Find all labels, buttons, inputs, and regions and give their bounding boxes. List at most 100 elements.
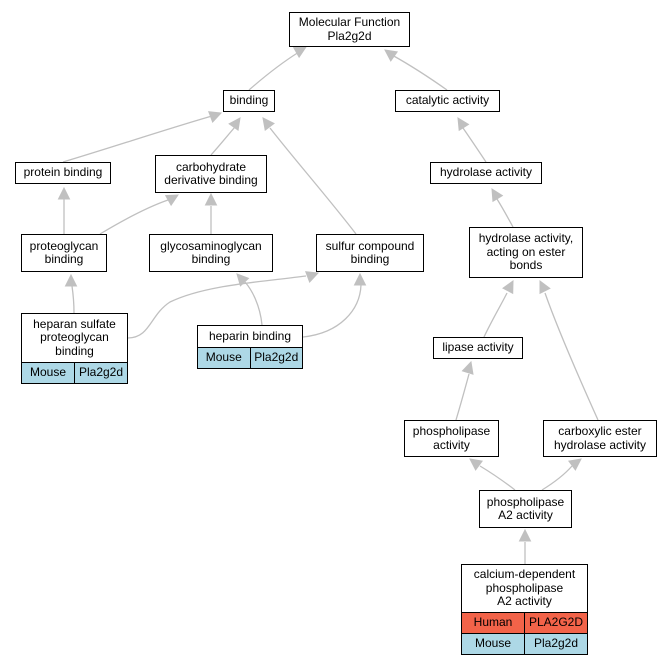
edge-catalytic-activity-to-molecular-function (384, 49, 448, 91)
edge-phospholipase-activity-to-lipase-activity (455, 360, 474, 421)
node-proteoglycan-binding[interactable]: proteoglycan binding (21, 234, 107, 272)
node-label: catalytic activity (405, 93, 490, 108)
edge-arrowhead (384, 49, 399, 62)
edge-line (479, 465, 516, 491)
node-protein-binding[interactable]: protein binding (15, 162, 111, 184)
edge-glycosaminoglycan-binding-to-carbohydrate-derivative-binding (204, 192, 218, 234)
node-label: carboxylic ester hydrolase activity (553, 424, 647, 452)
edge-line (496, 198, 514, 228)
node-hydrolase-activity-ester-bonds[interactable]: hydrolase activity, acting on ester bond… (469, 227, 583, 278)
annotation-row-human: Human PLA2G2D (462, 612, 587, 633)
node-label: heparin binding (208, 328, 292, 343)
node-binding[interactable]: binding (223, 90, 275, 112)
edge-arrowhead (164, 194, 179, 207)
edge-binding-to-molecular-function (248, 46, 307, 91)
edge-arrowhead (539, 279, 551, 295)
node-phospholipase-a2-activity[interactable]: phospholipase A2 activity (479, 490, 572, 528)
edge-arrowhead (353, 272, 367, 286)
annotation-species: Mouse (29, 365, 67, 380)
annotation-row-mouse: Mouse Pla2g2d (22, 362, 127, 383)
edge-protein-binding-to-binding (62, 111, 223, 163)
node-label: protein binding (23, 165, 103, 180)
edge-line (455, 373, 470, 421)
node-label: Molecular Function Pla2g2d (298, 15, 401, 43)
node-label: heparan sulfate proteoglycan binding (33, 316, 116, 358)
edge-arrowhead (228, 117, 241, 132)
edge-heparin-binding-to-sulfur-compound-binding (302, 272, 367, 338)
edge-arrowhead (208, 111, 223, 123)
edge-line (248, 51, 300, 91)
edge-phospholipase-a2-activity-to-phospholipase-activity (469, 458, 516, 491)
edge-line (127, 275, 307, 339)
node-sulfur-compound-binding[interactable]: sulfur compound binding (316, 234, 424, 272)
edge-line (71, 285, 75, 314)
annotation-row-mouse: Mouse Pla2g2d (462, 633, 587, 654)
edge-line (483, 292, 508, 338)
edge-arrowhead (57, 186, 71, 200)
edge-line (302, 284, 362, 338)
node-molecular-function[interactable]: Molecular Function Pla2g2d (289, 12, 410, 47)
edge-proteoglycan-binding-to-protein-binding (57, 186, 71, 234)
edge-arrowhead (491, 188, 504, 203)
edge-line (210, 126, 236, 156)
node-label: carbohydrate derivative binding (164, 159, 258, 187)
edge-line (62, 115, 213, 163)
node-label: phospholipase A2 activity (486, 494, 565, 522)
edge-proteoglycan-binding-to-carbohydrate-derivative-binding (99, 194, 179, 235)
edge-hydrolase-activity-ester-bonds-to-hydrolase-activity (491, 188, 514, 228)
node-hydrolase-activity[interactable]: hydrolase activity (430, 162, 542, 184)
node-carboxylic-ester-hydrolase-activity[interactable]: carboxylic ester hydrolase activity (543, 420, 657, 457)
node-catalytic-activity[interactable]: catalytic activity (395, 90, 500, 112)
node-label: lipase activity (442, 340, 514, 355)
annotation-gene: Pla2g2d (249, 348, 303, 368)
annotation-species: Mouse (205, 350, 242, 365)
node-carbohydrate-derivative-binding[interactable]: carbohydrate derivative binding (155, 155, 267, 193)
edge-calcium-dependent-phospholipase-a2-activity-to-phospholipase-a2-activity (518, 528, 532, 564)
edge-carbohydrate-derivative-binding-to-binding (210, 117, 241, 156)
annotation-gene: PLA2G2D (524, 613, 587, 633)
edge-line (541, 465, 573, 491)
node-calcium-dependent-phospholipase-a2-activity[interactable]: calcium-dependent phospholipase A2 activ… (461, 564, 588, 655)
edge-line (391, 54, 448, 91)
annotation-gene: Pla2g2d (524, 634, 587, 654)
annotation-row-mouse: Mouse Pla2g2d (198, 347, 302, 368)
edge-heparin-binding-to-glycosaminoglycan-binding (236, 273, 263, 326)
edge-line (269, 127, 357, 235)
edge-arrowhead (457, 117, 470, 132)
edge-arrowhead (64, 273, 78, 287)
edge-arrowhead (305, 271, 320, 283)
node-phospholipase-activity[interactable]: phospholipase activity (404, 420, 499, 457)
node-lipase-activity[interactable]: lipase activity (433, 337, 523, 359)
node-label: proteoglycan binding (29, 238, 99, 266)
edge-line (244, 281, 263, 326)
node-label: phospholipase activity (412, 424, 491, 452)
node-label: hydrolase activity (439, 165, 533, 180)
node-glycosaminoglycan-binding[interactable]: glycosaminoglycan binding (149, 234, 273, 272)
edge-arrowhead (502, 280, 514, 295)
edge-carboxylic-ester-hydrolase-activity-to-hydrolase-activity-ester-bonds (539, 279, 599, 421)
edge-line (544, 292, 599, 421)
edge-sulfur-compound-binding-to-binding (262, 117, 357, 235)
node-label: glycosaminoglycan binding (160, 238, 262, 266)
edge-arrowhead (236, 273, 250, 287)
edge-arrowhead (461, 360, 474, 375)
node-label: hydrolase activity, acting on ester bond… (478, 231, 574, 273)
edge-hydrolase-activity-to-catalytic-activity (457, 117, 487, 163)
edge-arrowhead (262, 117, 275, 131)
edge-arrowhead (292, 46, 307, 59)
edge-lipase-activity-to-hydrolase-activity-ester-bonds (483, 280, 514, 338)
edge-arrowhead (204, 192, 218, 206)
edge-heparan-sulfate-proteoglycan-binding-to-sulfur-compound-binding (127, 271, 320, 339)
edge-phospholipase-a2-activity-to-carboxylic-ester-hydrolase-activity (541, 458, 582, 491)
edge-arrowhead (469, 458, 484, 471)
edge-arrowhead (567, 458, 582, 471)
node-label: binding (229, 93, 269, 108)
edge-line (99, 199, 169, 235)
annotation-species: Mouse (474, 636, 512, 651)
annotation-species: Human (473, 615, 513, 630)
annotation-gene: Pla2g2d (74, 363, 127, 383)
